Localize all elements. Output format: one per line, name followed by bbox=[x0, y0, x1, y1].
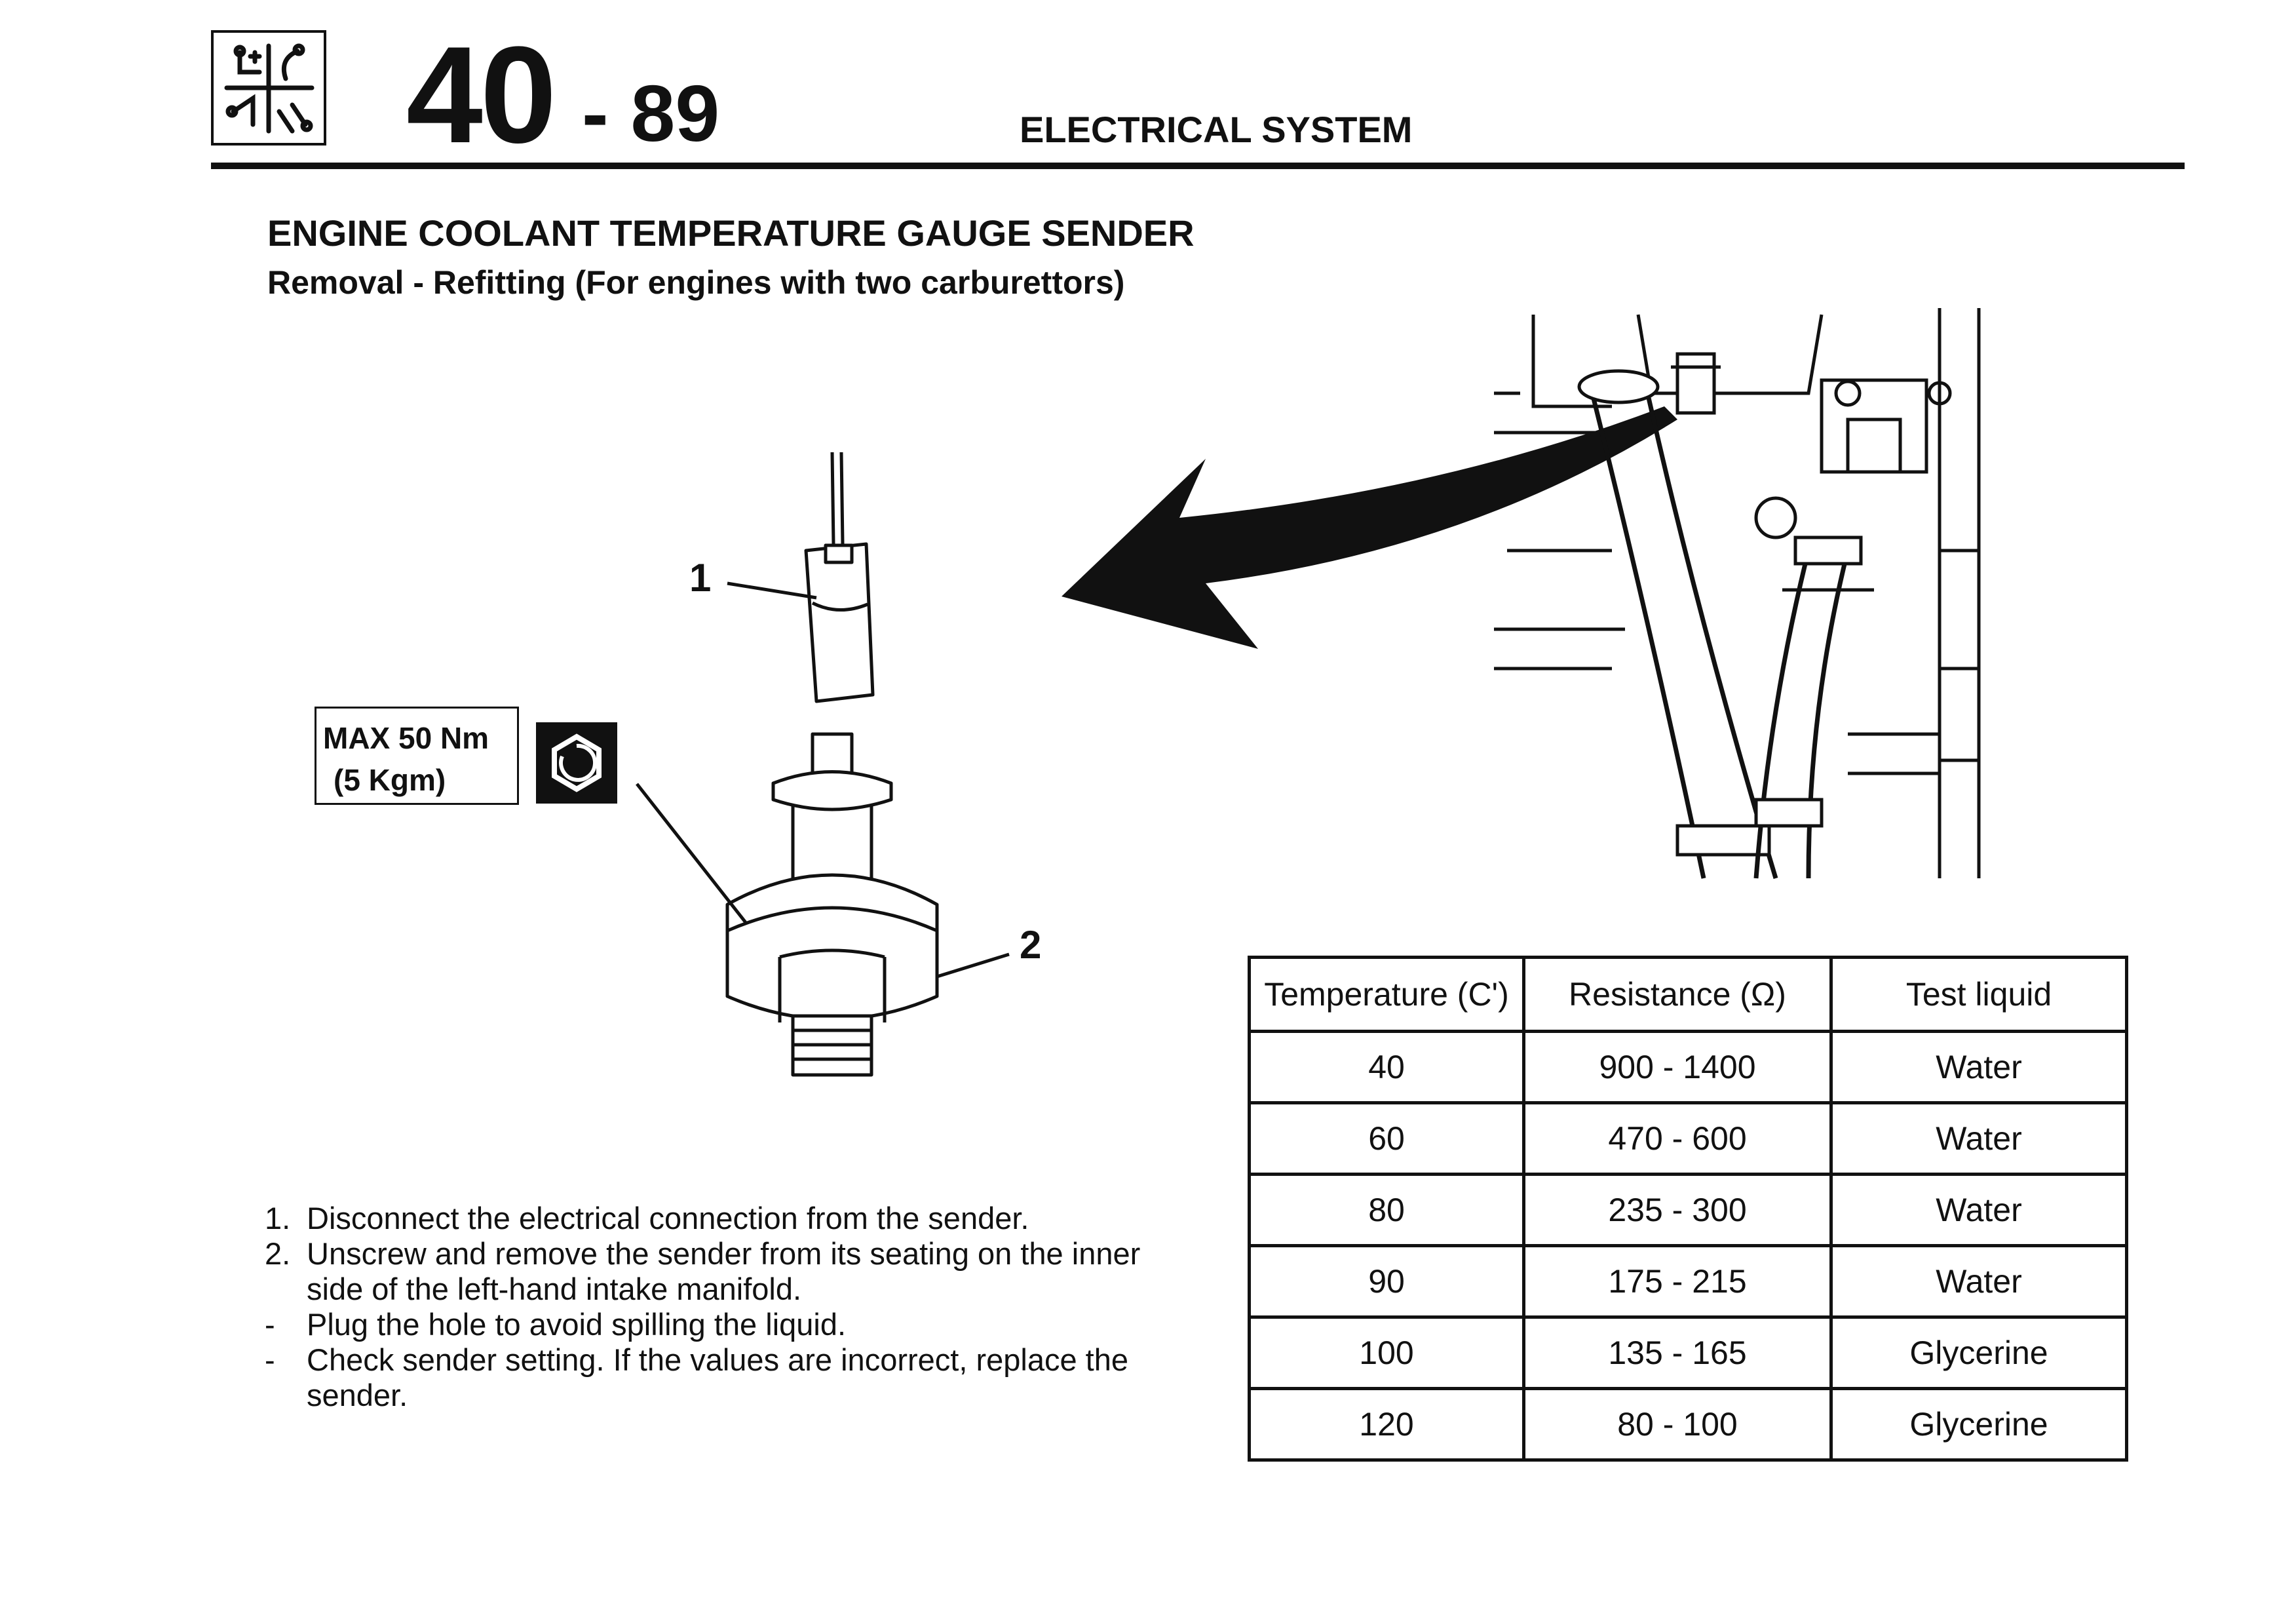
callout-number-1: 1 bbox=[689, 556, 712, 600]
table-row: 100 135 - 165 Glycerine bbox=[1248, 1315, 2128, 1390]
cell-resistance: 470 - 600 bbox=[1522, 1101, 1833, 1176]
cell-resistance: 900 - 1400 bbox=[1522, 1030, 1833, 1104]
page-subtitle: Removal - Refitting (For engines with tw… bbox=[267, 264, 1125, 301]
page-number: - 89 bbox=[582, 69, 720, 158]
torque-value: MAX 50 Nm bbox=[323, 721, 489, 755]
cell-temperature: 40 bbox=[1248, 1030, 1525, 1104]
instruction-marker: - bbox=[265, 1342, 275, 1377]
instruction-item: - Plug the hole to avoid spilling the li… bbox=[265, 1307, 1169, 1342]
cell-temperature: 80 bbox=[1248, 1173, 1525, 1247]
instruction-item: - Check sender setting. If the values ar… bbox=[265, 1342, 1169, 1413]
instruction-marker: - bbox=[265, 1307, 275, 1342]
header-test-liquid: Test liquid bbox=[1829, 956, 2128, 1033]
sender-diagram bbox=[636, 452, 1010, 1077]
section-number: 40 bbox=[406, 18, 557, 172]
table-header-row: Temperature (C') Resistance (Ω) Test liq… bbox=[1248, 956, 2128, 1033]
cell-test-liquid: Water bbox=[1829, 1244, 2128, 1319]
instruction-item: 2. Unscrew and remove the sender from it… bbox=[265, 1236, 1169, 1307]
cell-temperature: 100 bbox=[1248, 1315, 1525, 1390]
table-row: 90 175 - 215 Water bbox=[1248, 1244, 2128, 1319]
instruction-marker: 1. bbox=[265, 1201, 291, 1236]
table-row: 40 900 - 1400 Water bbox=[1248, 1030, 2128, 1104]
instruction-marker: 2. bbox=[265, 1236, 291, 1271]
cell-resistance: 235 - 300 bbox=[1522, 1173, 1833, 1247]
cell-test-liquid: Water bbox=[1829, 1173, 2128, 1247]
engine-location-illustration bbox=[1494, 308, 1981, 880]
cell-temperature: 90 bbox=[1248, 1244, 1525, 1319]
location-arrow bbox=[1062, 406, 1677, 649]
page-title: ENGINE COOLANT TEMPERATURE GAUGE SENDER bbox=[267, 212, 1195, 254]
cell-test-liquid: Glycerine bbox=[1829, 1387, 2128, 1462]
cell-resistance: 135 - 165 bbox=[1522, 1315, 1833, 1390]
table-row: 60 470 - 600 Water bbox=[1248, 1101, 2128, 1176]
instruction-item: 1. Disconnect the electrical connection … bbox=[265, 1201, 1169, 1236]
header-resistance: Resistance (Ω) bbox=[1522, 956, 1833, 1033]
torque-value-kgm: (5 Kgm) bbox=[334, 763, 446, 797]
cell-temperature: 120 bbox=[1248, 1387, 1525, 1462]
header-temperature: Temperature (C') bbox=[1248, 956, 1525, 1033]
instruction-text: Disconnect the electrical connection fro… bbox=[307, 1201, 1029, 1236]
cell-resistance: 80 - 100 bbox=[1522, 1387, 1833, 1462]
header-divider bbox=[211, 163, 2185, 169]
instruction-text: Check sender setting. If the values are … bbox=[307, 1342, 1128, 1412]
torque-wrench-icon bbox=[536, 722, 617, 804]
cell-test-liquid: Glycerine bbox=[1829, 1315, 2128, 1390]
callout-number-2: 2 bbox=[1020, 923, 1042, 967]
cell-temperature: 60 bbox=[1248, 1101, 1525, 1176]
section-title: ELECTRICAL SYSTEM bbox=[1020, 109, 1413, 150]
electrical-wiring-icon bbox=[211, 30, 326, 146]
cell-test-liquid: Water bbox=[1829, 1101, 2128, 1176]
instruction-text: Unscrew and remove the sender from its s… bbox=[307, 1236, 1141, 1306]
table-row: 80 235 - 300 Water bbox=[1248, 1173, 2128, 1247]
instruction-text: Plug the hole to avoid spilling the liqu… bbox=[307, 1307, 847, 1342]
resistance-table: Temperature (C') Resistance (Ω) Test liq… bbox=[1248, 956, 2128, 1462]
torque-spec-box: MAX 50 Nm (5 Kgm) bbox=[315, 707, 519, 805]
instruction-list: 1. Disconnect the electrical connection … bbox=[265, 1201, 1169, 1413]
cell-resistance: 175 - 215 bbox=[1522, 1244, 1833, 1319]
table-row: 120 80 - 100 Glycerine bbox=[1248, 1387, 2128, 1462]
cell-test-liquid: Water bbox=[1829, 1030, 2128, 1104]
